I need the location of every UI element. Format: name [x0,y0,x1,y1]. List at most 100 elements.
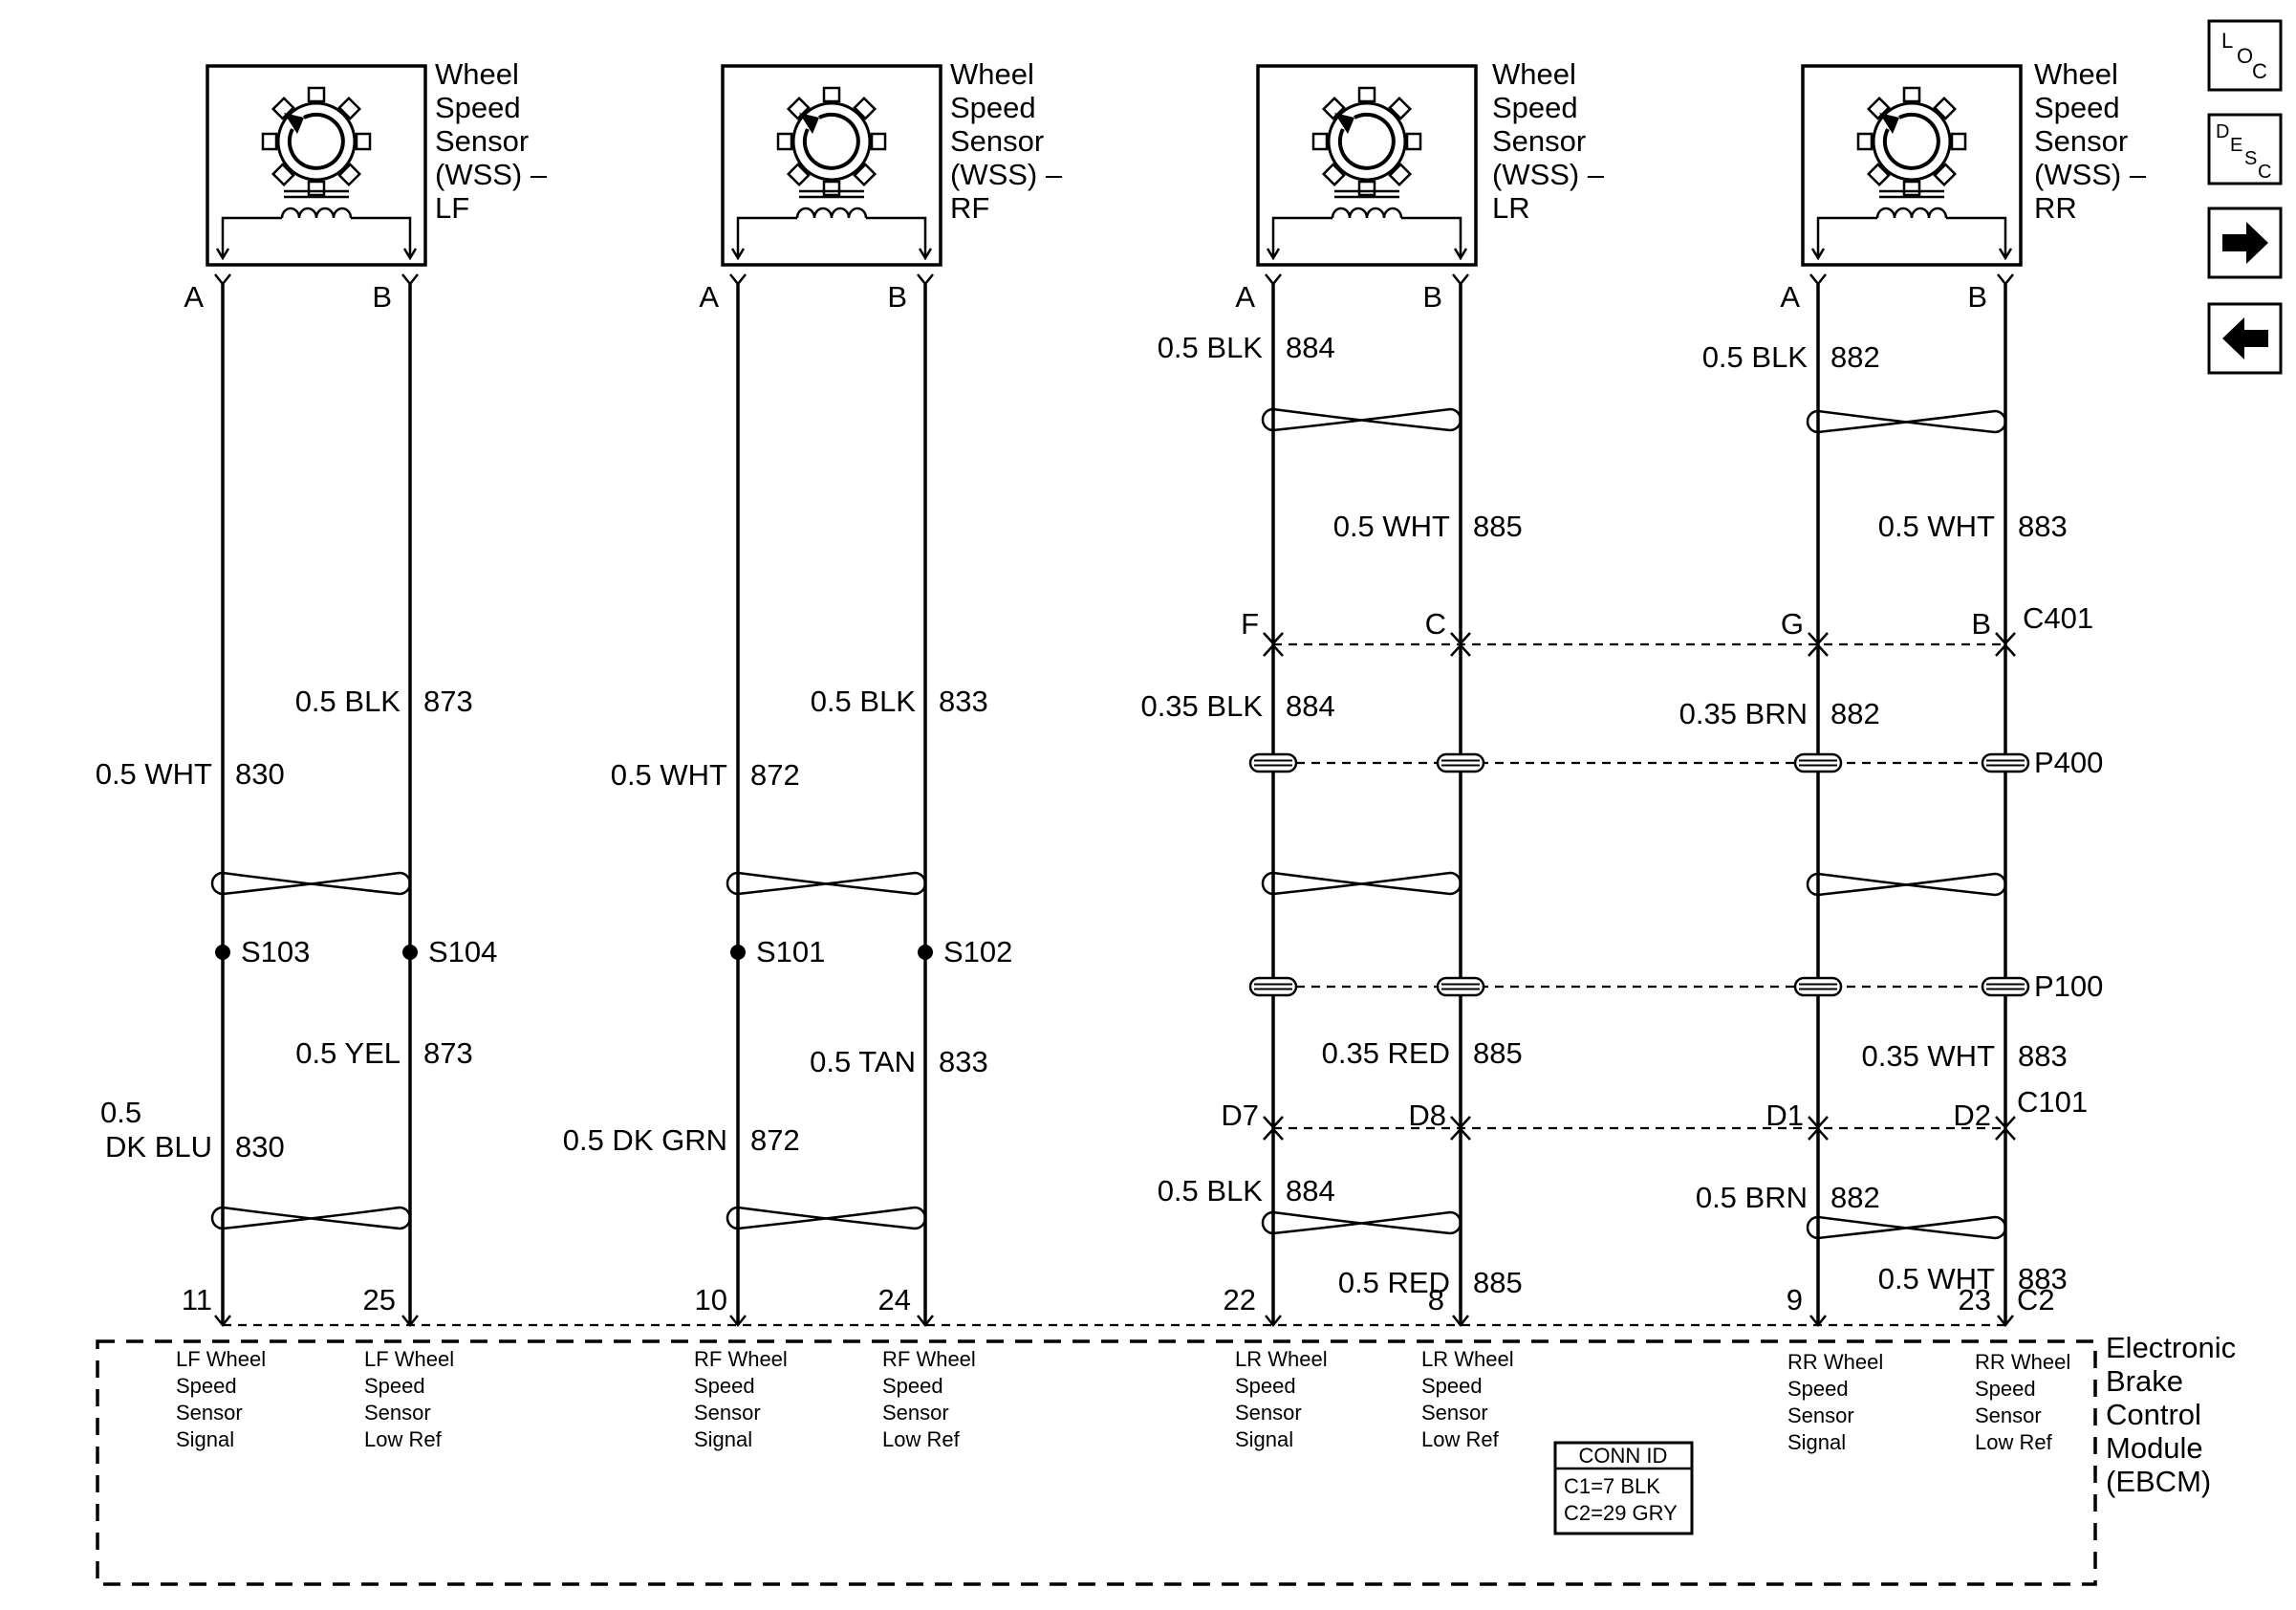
wire-color-label: 0.5 [100,1096,141,1129]
pin-desc-line: LR Wheel [1235,1347,1328,1371]
sensor-title-line: Wheel [1492,57,1576,91]
sensor-title-line: (WSS) – [950,158,1063,191]
pin-desc-line: Speed [1975,1377,2036,1401]
circuit-number: 833 [939,1045,988,1078]
ebcm-title-line: (EBCM) [2106,1465,2211,1498]
pin-desc-line: Sensor [176,1401,243,1425]
circuit-number: 873 [423,685,473,718]
wire-color-label: 0.35 RED [1322,1036,1450,1070]
desc-button[interactable]: D E S C [2207,113,2283,185]
connector-label: P400 [2034,746,2103,779]
ebcm-pin-number: 11 [182,1283,212,1316]
wire-color-label: 0.5 WHT [1333,510,1450,543]
sensor-title-line: Wheel [435,57,519,91]
sensor-pin-label: A [699,280,719,314]
wire-color-label: 0.5 WHT [1878,1262,1995,1295]
circuit-number: 830 [235,1130,285,1164]
circuit-number: 884 [1286,1174,1335,1208]
pin-desc-line: Speed [364,1374,425,1398]
circuit-number: 883 [2018,510,2068,543]
pin-desc-line: RF Wheel [882,1347,976,1371]
loc-letter: L [2221,29,2233,53]
pin-desc-line: Speed [176,1374,237,1398]
connector-label: C401 [2023,601,2093,635]
wheel-gear-icon [261,86,372,197]
pin-desc-line: LR Wheel [1421,1347,1514,1371]
connector-pin-label: G [1781,607,1804,641]
sensor-lf: Wheel Speed Sensor (WSS) – LF [206,57,548,267]
pin-desc-line: LF Wheel [364,1347,454,1371]
arrow-left-icon [2222,317,2268,359]
pin-desc-line: Sensor [1787,1403,1854,1427]
sensor-title-line: LF [435,191,469,225]
pin-desc-line: Speed [882,1374,943,1398]
sensor-title-line: Speed [950,91,1036,124]
sensor-pin-label: B [1422,280,1442,314]
twisted-pairs [210,407,2007,1240]
sensor-title-line: Speed [1492,91,1578,124]
connector-pin-label: D1 [1765,1099,1804,1132]
connector-pin-label: D2 [1953,1099,1991,1132]
sensor-pin-label: B [887,280,907,314]
sensor-title-line: Sensor [950,124,1044,158]
wire-color-label: 0.5 WHT [96,757,212,791]
pin-desc-line: Signal [1787,1430,1846,1454]
circuit-number: 882 [1830,340,1880,374]
circuit-number: 873 [423,1036,473,1070]
ebcm-pin-number: 22 [1224,1283,1256,1316]
connector-p400 [1248,752,2030,773]
circuit-number: 883 [2018,1262,2068,1295]
ebcm-connector [214,1315,2014,1328]
wire-color-label: 0.5 BLK [1702,340,1809,374]
connector-pin-label: C [1425,607,1446,641]
conn-id-title: CONN ID [1579,1444,1668,1468]
ebcm-pin-desc: LR Wheel Speed Sensor Signal [1235,1347,1328,1451]
ebcm-pin-number: 9 [1787,1283,1803,1316]
sensor-pin-label: A [184,280,204,314]
back-button[interactable] [2207,302,2283,375]
wheel-gear-icon [776,86,887,197]
ebcm-pin-desc: LF Wheel Speed Sensor Signal [176,1347,266,1451]
sensor-title-line: Sensor [2034,124,2128,158]
wire-color-label: 0.5 BLK [811,685,917,718]
sensor-rf: Wheel Speed Sensor (WSS) – RF [721,57,1063,267]
ebcm-pin-number: 24 [878,1283,911,1316]
ebcm-title-line: Control [2106,1398,2201,1431]
connector-p100 [1248,976,2030,997]
pin-desc-line: Low Ref [1975,1430,2053,1454]
wires [221,284,2007,1325]
sensor-lr: Wheel Speed Sensor (WSS) – LR [1256,57,1605,267]
pin-desc-line: LF Wheel [176,1347,266,1371]
ebcm-pin-number: 8 [1428,1283,1444,1316]
pin-desc-line: Sensor [1235,1401,1302,1425]
circuit-number: 884 [1286,331,1335,364]
circuit-number: 884 [1286,689,1335,723]
ebcm-pin-desc: LR Wheel Speed Sensor Low Ref [1421,1347,1514,1451]
pin-desc-line: Low Ref [364,1427,443,1451]
ebcm-module-box [96,1339,2097,1586]
wire-color-label: 0.5 BLK [1158,331,1264,364]
splice-label: S104 [428,935,497,968]
sensor-title-line: Speed [2034,91,2120,124]
pin-desc-line: Speed [1787,1377,1849,1401]
sensor-pin-label: B [372,280,392,314]
forward-button[interactable] [2207,207,2283,279]
circuit-number: 883 [2018,1039,2068,1073]
circuit-number: 885 [1473,1266,1523,1299]
pin-desc-line: Speed [1421,1374,1483,1398]
sensor-title-line: LR [1492,191,1530,225]
splices [215,945,933,960]
sensor-title-line: Speed [435,91,521,124]
sensor-title-line: (WSS) – [435,158,548,191]
wheel-gear-icon [1311,86,1422,197]
pin-desc-line: Sensor [694,1401,761,1425]
splice-label: S102 [943,935,1012,968]
pin-desc-line: Speed [694,1374,755,1398]
loc-button[interactable]: L O C [2207,19,2283,92]
desc-letter: E [2230,135,2242,156]
wheel-gear-icon [1856,86,1967,197]
circuit-number: 830 [235,757,285,791]
desc-letter: C [2258,162,2271,183]
wire-color-label: 0.35 BLK [1140,689,1263,723]
